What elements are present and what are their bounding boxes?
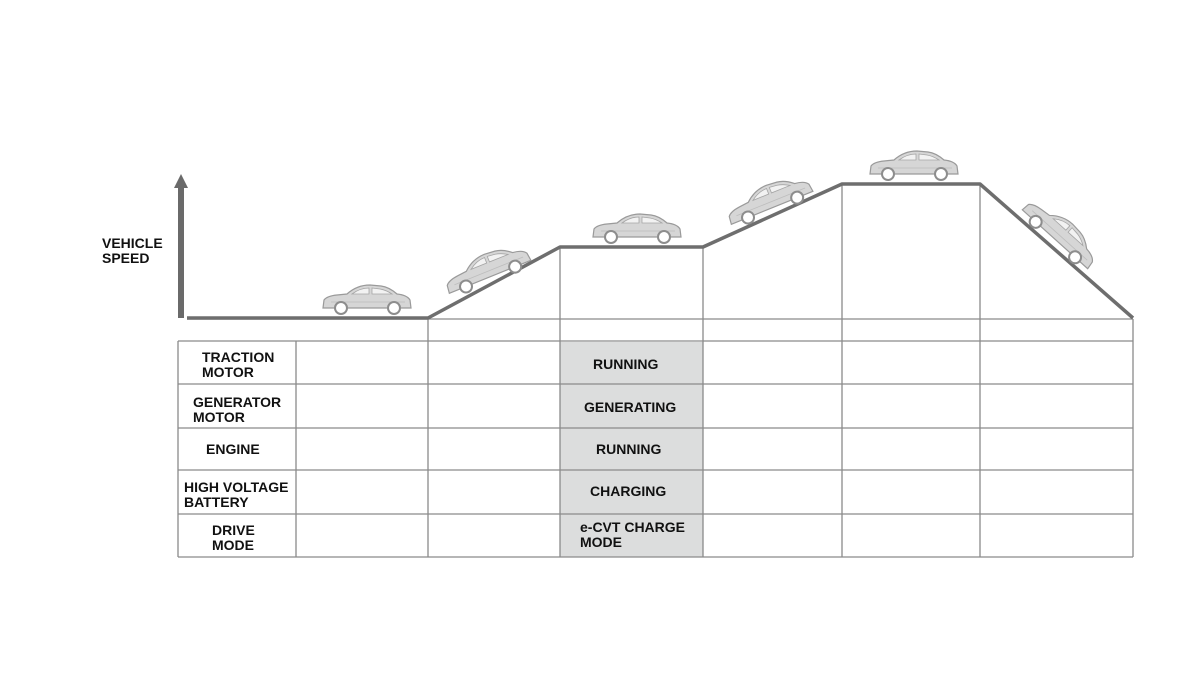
row-label-generator-motor: GENERATOR MOTOR (193, 394, 285, 425)
row-label-line: DRIVE (212, 522, 255, 538)
vehicle-speed-label: VEHICLE SPEED (102, 235, 167, 266)
arrow-up-icon (174, 174, 188, 318)
highlighted-column (560, 342, 703, 557)
cell-drive-mode-status: e-CVT CHARGE MODE (580, 519, 689, 550)
car-icon (439, 237, 535, 300)
cell-engine-status: RUNNING (596, 441, 661, 457)
row-label-high-voltage-battery: HIGH VOLTAGE BATTERY (184, 479, 292, 510)
row-label-line: BATTERY (184, 494, 249, 510)
cell-battery-status: CHARGING (590, 483, 666, 499)
vehicle-speed-label-line-1: VEHICLE (102, 235, 163, 251)
row-label-line: MOTOR (202, 364, 254, 380)
car-icon (592, 213, 682, 244)
row-label-line: MODE (212, 537, 254, 553)
row-label-line: MOTOR (193, 409, 245, 425)
vehicle-speed-label-line-2: SPEED (102, 250, 149, 266)
row-label-traction-motor: TRACTION MOTOR (202, 349, 278, 380)
car-icon (1017, 191, 1105, 275)
cell-traction-motor-status: RUNNING (593, 356, 658, 372)
table-grid (177, 184, 1134, 558)
cell-text-line: RUNNING (596, 441, 661, 457)
row-label-drive-mode: DRIVE MODE (212, 522, 259, 553)
cell-text-line: e-CVT CHARGE (580, 519, 685, 535)
car-icon (322, 284, 412, 315)
cell-text-line: CHARGING (590, 483, 666, 499)
row-label-line: TRACTION (202, 349, 274, 365)
cell-text-line: MODE (580, 534, 622, 550)
cell-text-line: GENERATING (584, 399, 676, 415)
cell-generator-motor-status: GENERATING (584, 399, 676, 415)
car-icon (721, 168, 817, 231)
row-label-engine: ENGINE (206, 441, 260, 457)
row-label-line: HIGH VOLTAGE (184, 479, 288, 495)
row-label-line: ENGINE (206, 441, 260, 457)
row-label-line: GENERATOR (193, 394, 281, 410)
speed-profile-line (187, 182, 1135, 320)
car-icon (869, 150, 959, 181)
cell-text-line: RUNNING (593, 356, 658, 372)
